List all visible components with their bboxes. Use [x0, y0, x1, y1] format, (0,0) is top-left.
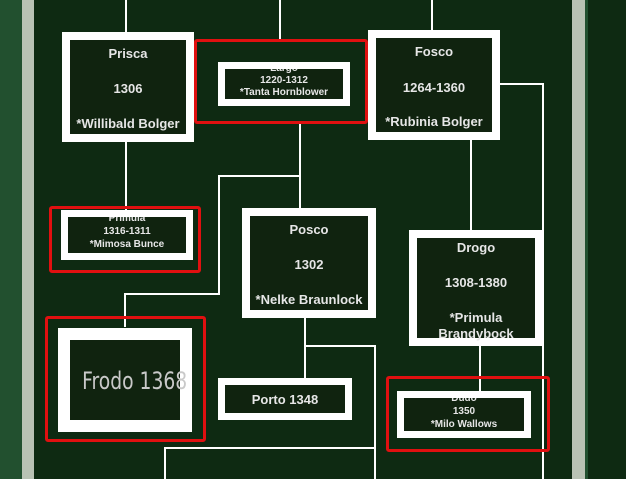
connector-line: [125, 140, 127, 210]
highlight-box-frodo: [45, 316, 206, 442]
scrollbar-left[interactable]: [22, 0, 34, 479]
connector-line: [542, 83, 544, 479]
person-spouse: *Mimosa Bunce: [89, 239, 165, 250]
connector-line: [304, 316, 306, 380]
person-card-dudo[interactable]: Dudo 1350 *Milo Wallows: [397, 391, 531, 438]
connector-line: [498, 83, 544, 85]
person-name: Prisca: [108, 46, 148, 61]
person-label: Porto 1348: [251, 392, 319, 407]
person-dates: 1306: [113, 81, 143, 96]
person-name: Drogo: [456, 240, 496, 255]
connector-line: [218, 175, 220, 295]
person-spouse: *Nelke Braunlock: [255, 292, 363, 307]
person-name: Posco: [289, 222, 329, 237]
person-spouse: *Tanta Hornblower: [239, 87, 329, 98]
connector-line: [124, 293, 220, 295]
connector-line: [431, 0, 433, 32]
person-name: Primula: [108, 213, 146, 224]
person-spouse: *Willibald Bolger: [76, 116, 180, 131]
person-dates: 1220-1312: [260, 75, 308, 86]
person-spouse: *Primula: [449, 310, 503, 325]
person-spouse: *Milo Wallows: [430, 419, 498, 430]
connector-line: [125, 0, 127, 34]
connector-line: [374, 345, 376, 479]
highlight-box-largo: [194, 39, 368, 124]
person-card-prisca[interactable]: Prisca 1306 *Willibald Bolger: [62, 32, 194, 142]
family-tree-canvas[interactable]: Prisca 1306 *Willibald Bolger Largo 1220…: [34, 0, 572, 479]
highlight-box-primula: [49, 206, 201, 273]
connector-line: [470, 140, 472, 232]
connector-line: [304, 345, 376, 347]
person-dates: 1264-1360: [402, 80, 466, 95]
person-dates: 1350: [452, 406, 476, 417]
person-dates: 1308-1380: [444, 275, 508, 290]
person-card-porto[interactable]: Porto 1348: [218, 378, 352, 420]
person-card-drogo[interactable]: Drogo 1308-1380 *Primula Brandybock: [409, 230, 543, 346]
person-card-posco[interactable]: Posco 1302 *Nelke Braunlock: [242, 208, 376, 318]
person-card-fosco[interactable]: Fosco 1264-1360 *Rubinia Bolger: [368, 30, 500, 140]
person-card-primula[interactable]: Primula 1316-1311 *Mimosa Bunce: [61, 210, 193, 260]
person-spouse: Brandybock: [438, 326, 514, 341]
person-name: Dudo: [451, 393, 477, 404]
connector-line: [164, 447, 166, 479]
person-name: Largo: [270, 63, 298, 74]
person-card-frodo[interactable]: Frodo 1368: [58, 328, 192, 432]
connector-line: [279, 0, 281, 42]
highlight-box-dudo: [386, 376, 550, 452]
connector-line: [164, 447, 376, 449]
person-spouse: *Rubinia Bolger: [385, 114, 483, 129]
window-edge-left: [0, 0, 22, 479]
person-card-largo[interactable]: Largo 1220-1312 *Tanta Hornblower: [218, 62, 350, 106]
person-name: Fosco: [414, 44, 454, 59]
scrollbar-right[interactable]: [572, 0, 585, 479]
connector-line: [218, 175, 301, 177]
person-dates: 1302: [294, 257, 324, 272]
person-dates: 1316-1311: [103, 226, 151, 237]
window-edge-right: [585, 0, 626, 479]
connector-line: [299, 122, 301, 210]
connector-line: [124, 293, 126, 327]
connector-line: [479, 343, 481, 393]
